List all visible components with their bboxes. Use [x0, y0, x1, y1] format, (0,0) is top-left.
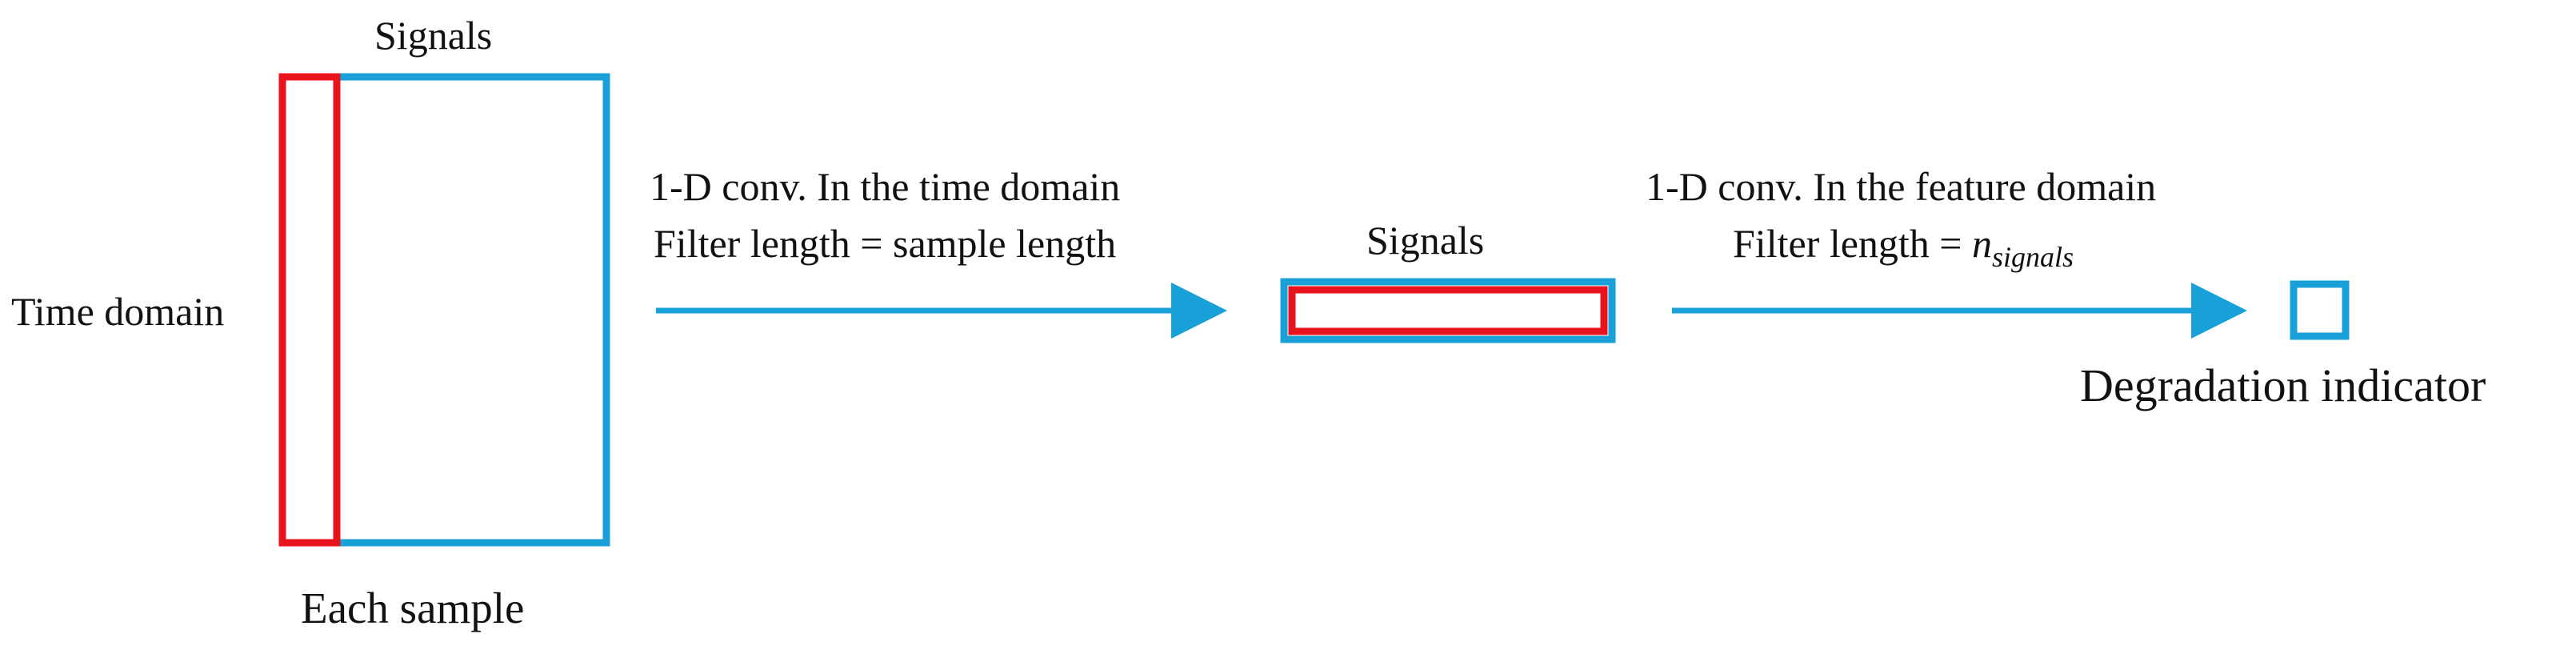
- step2-line2-prefix: Filter length =: [1733, 221, 1972, 266]
- step2-line2-label: Filter length = nsignals: [1733, 219, 2074, 281]
- signals-top-label: Signals: [374, 13, 493, 58]
- degradation-indicator-label: Degradation indicator: [2080, 359, 2486, 411]
- step1-line2-label: Filter length = sample length: [654, 221, 1117, 266]
- signals-mid-label: Signals: [1366, 218, 1485, 263]
- feature-filter-box: [1288, 286, 1608, 335]
- feature-vector-box: [1280, 278, 1616, 343]
- n-symbol: n: [1972, 221, 1992, 266]
- n-signals-math: nsignals: [1972, 221, 2074, 273]
- step2-line1-label: 1-D conv. In the feature domain: [1646, 164, 2157, 209]
- sample-matrix-box: [278, 73, 610, 547]
- time-filter-column: [278, 73, 341, 547]
- step1-line1-label: 1-D conv. In the time domain: [650, 164, 1121, 209]
- time-domain-label: Time domain: [11, 289, 225, 334]
- each-sample-label: Each sample: [301, 584, 525, 632]
- degradation-indicator-box: [2290, 280, 2350, 340]
- n-subscript: signals: [1992, 241, 2074, 273]
